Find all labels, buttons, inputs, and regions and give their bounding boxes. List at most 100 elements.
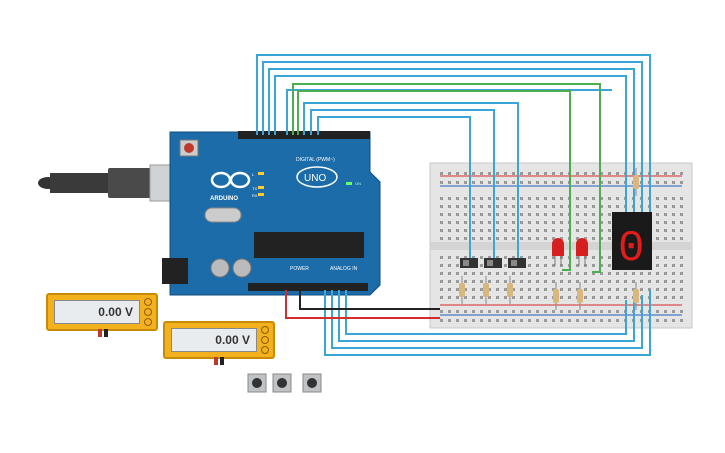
breadboard-hole [520, 296, 523, 299]
seven-segment-digit: 0 [618, 224, 644, 274]
multimeter-1[interactable]: 0.00 V [46, 293, 158, 331]
breadboard-hole [592, 280, 595, 283]
breadboard-hole [560, 172, 563, 175]
probe-black-icon[interactable] [220, 357, 224, 365]
breadboard-hole [672, 205, 675, 208]
breadboard-hole [544, 205, 547, 208]
breadboard-hole [472, 229, 475, 232]
rx-label: RX [252, 193, 258, 198]
breadboard-hole [680, 272, 683, 275]
breadboard-hole [544, 296, 547, 299]
breadboard-hole [536, 296, 539, 299]
resistors[interactable] [459, 168, 639, 310]
resistor[interactable] [577, 289, 583, 303]
breadboard-hole [528, 310, 531, 313]
arduino-board[interactable]: ARDUINO UNO DIGITAL (PWM~) POWER ANALOG … [162, 131, 381, 296]
usb-cable[interactable] [38, 164, 179, 202]
dial-icon[interactable] [261, 336, 269, 344]
breadboard-hole [528, 197, 531, 200]
dial-icon[interactable] [144, 298, 152, 306]
breadboard-hole [648, 280, 651, 283]
breadboard-hole [536, 264, 539, 267]
breadboard-hole [672, 310, 675, 313]
resistor[interactable] [507, 283, 513, 297]
digital-label: DIGITAL (PWM~) [296, 157, 335, 163]
breadboard-hole [672, 181, 675, 184]
breadboard-hole [472, 172, 475, 175]
breadboard-hole [680, 172, 683, 175]
breadboard-hole [520, 205, 523, 208]
breadboard-hole [504, 229, 507, 232]
breadboard-hole [600, 310, 603, 313]
breadboard-hole [560, 237, 563, 240]
breadboard-hole [544, 221, 547, 224]
breadboard-hole [608, 229, 611, 232]
resistor[interactable] [483, 283, 489, 297]
breadboard-hole [560, 296, 563, 299]
breadboard-hole [456, 221, 459, 224]
breadboard-hole [456, 181, 459, 184]
breadboard-hole [680, 229, 683, 232]
breadboard-hole [456, 288, 459, 291]
breadboard-hole [664, 319, 667, 322]
resistor[interactable] [633, 175, 639, 189]
breadboard-hole [616, 197, 619, 200]
dial-icon[interactable] [261, 326, 269, 334]
wires-green[interactable] [292, 83, 601, 273]
resistor[interactable] [459, 283, 465, 297]
breadboard-hole [560, 229, 563, 232]
breadboard-hole [616, 310, 619, 313]
breadboard-hole [656, 296, 659, 299]
breadboard-hole [520, 197, 523, 200]
breadboard-hole [448, 256, 451, 259]
breadboard-hole [544, 172, 547, 175]
red-leds[interactable] [552, 238, 588, 266]
breadboard-hole [616, 280, 619, 283]
breadboard-hole [576, 197, 579, 200]
breadboard-hole [576, 172, 579, 175]
dial-icon[interactable] [261, 346, 269, 354]
probe-red-icon[interactable] [214, 357, 218, 365]
breadboard-hole [552, 256, 555, 259]
breadboard-hole [440, 172, 443, 175]
seven-segment-display[interactable]: 0 [612, 212, 652, 274]
breadboard-hole [576, 205, 579, 208]
breadboard-hole [552, 181, 555, 184]
breadboard-hole [456, 272, 459, 275]
breadboard-hole [528, 256, 531, 259]
breadboard-hole [456, 197, 459, 200]
breadboard-hole [552, 172, 555, 175]
breadboard-hole [440, 229, 443, 232]
breadboard-hole [496, 172, 499, 175]
breadboard-hole [608, 256, 611, 259]
breadboard-hole [624, 272, 627, 275]
breadboard-hole [512, 181, 515, 184]
dial-icon[interactable] [144, 318, 152, 326]
breadboard-hole [456, 229, 459, 232]
breadboard-hole [456, 296, 459, 299]
reset-button-icon[interactable] [184, 143, 194, 153]
breadboard-hole [552, 319, 555, 322]
resistor[interactable] [553, 289, 559, 303]
probe-black-icon[interactable] [104, 329, 108, 337]
multimeter-2[interactable]: 0.00 V [163, 321, 275, 359]
breadboard-hole [560, 280, 563, 283]
slide-switches[interactable] [460, 258, 526, 268]
breadboard-hole [592, 213, 595, 216]
wire-gnd [299, 290, 440, 310]
probe-red-icon[interactable] [98, 329, 102, 337]
breadboard-hole [640, 288, 643, 291]
breadboard-hole [608, 197, 611, 200]
breadboard-hole [600, 272, 603, 275]
breadboard-hole [536, 310, 539, 313]
breadboard-hole [608, 319, 611, 322]
resistor[interactable] [633, 289, 639, 303]
breadboard-hole [536, 205, 539, 208]
breadboard-hole [448, 197, 451, 200]
dial-icon[interactable] [144, 308, 152, 316]
breadboard-hole [512, 296, 515, 299]
breadboard-hole [560, 197, 563, 200]
breadboard-hole [536, 319, 539, 322]
push-buttons[interactable] [247, 373, 322, 393]
breadboard-hole [552, 264, 555, 267]
